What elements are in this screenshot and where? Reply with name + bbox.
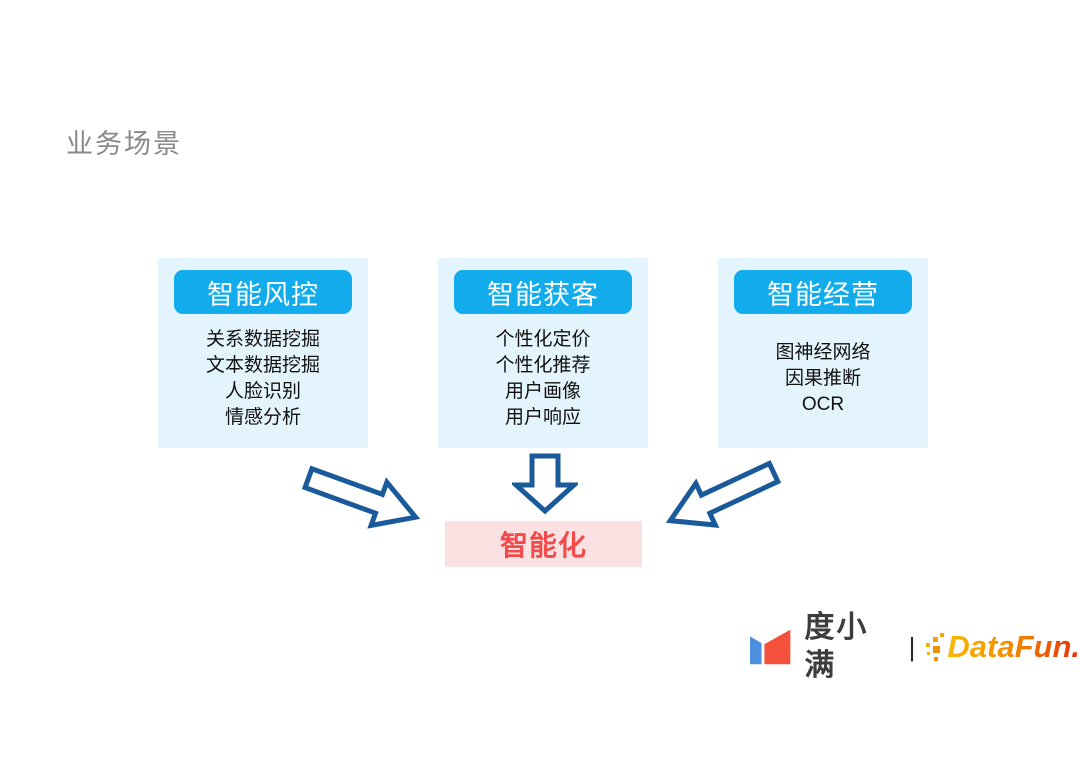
scenario-items-customer-acquisition: 个性化定价 个性化推荐 用户画像 用户响应 <box>495 314 590 448</box>
datafun-wordmark: DataFun. <box>947 629 1080 664</box>
datafun-dots-icon <box>926 633 945 661</box>
result-label: 智能化 <box>499 530 587 561</box>
result-box: 智能化 <box>445 521 642 567</box>
scenario-header-customer-acquisition: 智能获客 <box>454 270 632 314</box>
duxiaoman-logo-icon <box>750 629 791 665</box>
logo-separator: | <box>908 631 916 662</box>
scenario-item: OCR <box>801 394 845 415</box>
scenario-item: 文本数据挖掘 <box>205 355 320 376</box>
scenario-item: 用户响应 <box>504 407 581 428</box>
scenario-item: 关系数据挖掘 <box>205 329 320 350</box>
footer-logos: 度小满 | DataFun. <box>750 611 1080 682</box>
arrow-down-left-icon <box>665 460 782 528</box>
datafun-logo: DataFun. <box>925 629 1080 665</box>
scenario-items-risk-control: 关系数据挖掘 文本数据挖掘 人脸识别 情感分析 <box>206 314 320 448</box>
scenario-item: 图神经网络 <box>775 342 871 363</box>
page-title: 业务场景 <box>66 129 182 159</box>
arrow-down-right-icon <box>301 465 421 529</box>
scenario-header-operations: 智能经营 <box>734 270 912 314</box>
scenario-items-operations: 图神经网络 因果推断 OCR <box>775 314 870 448</box>
scenario-box-risk-control: 智能风控 关系数据挖掘 文本数据挖掘 人脸识别 情感分析 <box>158 258 368 448</box>
scenario-header-risk-control: 智能风控 <box>174 270 352 314</box>
scenario-item: 人脸识别 <box>224 381 301 402</box>
brand-name: 度小满 <box>804 611 869 682</box>
scenario-item: 因果推断 <box>784 368 861 389</box>
scenario-item: 个性化推荐 <box>495 355 591 376</box>
scenario-box-customer-acquisition: 智能获客 个性化定价 个性化推荐 用户画像 用户响应 <box>438 258 648 448</box>
arrow-down-icon <box>512 453 578 515</box>
scenario-item: 情感分析 <box>224 407 301 428</box>
scenario-item: 用户画像 <box>504 381 581 402</box>
scenario-item: 个性化定价 <box>495 329 591 350</box>
scenario-box-operations: 智能经营 图神经网络 因果推断 OCR <box>718 258 928 448</box>
